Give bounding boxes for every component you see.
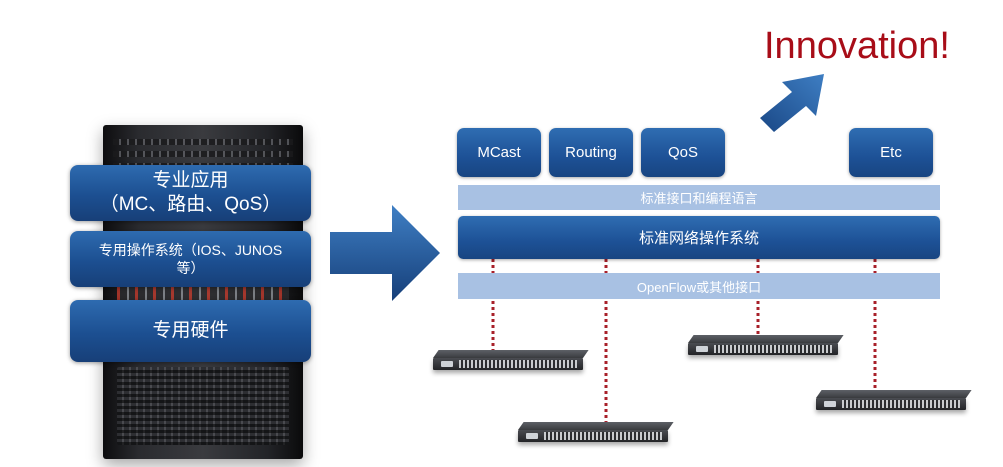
switch-top-face [688,335,844,343]
dedicated-apps-subtitle: （MC、路由、QoS） [99,194,282,215]
router-slot [113,151,293,157]
network-switch [518,422,674,442]
app-box-mcast: MCast [457,128,541,177]
switch-ports [459,360,577,368]
switch-front-face [816,398,966,410]
dedicated-hardware-box: 专用硬件 [70,300,311,362]
dedicated-os-line2: 等） [176,260,205,276]
innovation-arrow-shape [760,74,824,132]
network-os-label: 标准网络操作系统 [638,230,759,247]
switch-top-face [518,422,674,430]
switch-top-face [433,350,589,358]
switch-ports [842,400,960,408]
dedicated-apps-box: 专业应用 （MC、路由、QoS） [70,165,311,221]
router-slot [113,139,293,145]
switch-front-face [433,358,583,370]
dedicated-os-line1: 专用操作系统（IOS、JUNOS [98,242,283,258]
network-switch [433,350,589,370]
app-box-qos: QoS [641,128,725,177]
app-label-qos: QoS [667,144,698,161]
dedicated-hardware-label: 专用硬件 [152,320,229,341]
southbound-interface-bar: OpenFlow或其他接口 [458,273,940,299]
switch-ports [714,345,832,353]
innovation-arrow [760,74,824,132]
network-os-bar: 标准网络操作系统 [458,216,940,259]
app-label-mcast: MCast [477,144,521,161]
switch-led [696,346,708,352]
transition-arrow [330,205,440,301]
northbound-interface-bar: 标准接口和编程语言 [458,185,940,210]
app-label-routing: Routing [565,144,617,161]
switch-front-face [518,430,668,442]
switch-ports [544,432,662,440]
southbound-interface-label: OpenFlow或其他接口 [636,279,762,295]
switch-led [441,361,453,367]
network-switch [688,335,844,355]
app-box-routing: Routing [549,128,633,177]
switch-led [824,401,836,407]
switch-top-face [816,390,972,398]
router-grille [117,367,289,445]
northbound-interface-label: 标准接口和编程语言 [640,191,758,206]
transition-arrow-shape [330,205,440,301]
dedicated-apps-title: 专业应用 [152,170,229,191]
app-box-etc: Etc [849,128,933,177]
switch-led [526,433,538,439]
dedicated-os-box: 专用操作系统（IOS、JUNOS 等） [70,231,311,287]
app-label-etc: Etc [880,144,902,161]
innovation-text: Innovation! [764,25,950,67]
network-switch [816,390,972,410]
switch-front-face [688,343,838,355]
